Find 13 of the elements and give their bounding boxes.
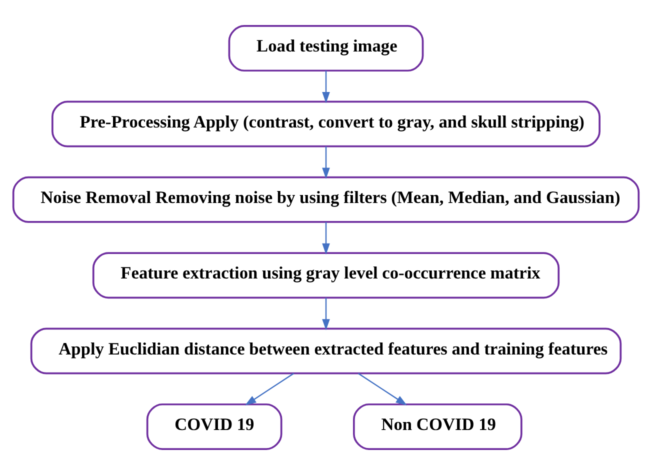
node-box: COVID 19 [146, 402, 282, 450]
node-box: Apply Euclidian distance between extracted features and training features [30, 327, 622, 374]
node-box: Load testing image [228, 24, 424, 72]
node-box: Feature extraction using gray level co-occurrence matrix [92, 252, 560, 298]
arrow [322, 146, 330, 178]
node-box: Noise Removal Removing noise by using filters (Mean, Median, and Gaussian) [12, 176, 640, 222]
arrow [322, 222, 330, 254]
node-box: Pre-Processing Apply (contrast, convert to gray, and skull stripping) [52, 100, 600, 147]
arrow [322, 297, 330, 330]
arrow [358, 372, 408, 405]
arrow [244, 372, 294, 405]
node-box: Non COVID 19 [352, 402, 522, 450]
arrow [322, 70, 330, 103]
